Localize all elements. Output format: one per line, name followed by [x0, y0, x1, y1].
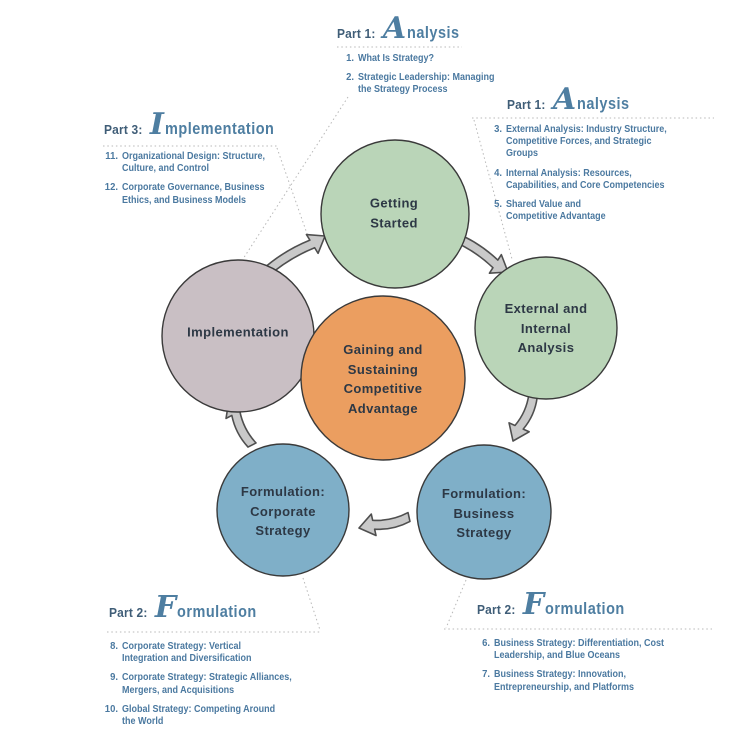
circle-formulation-business	[416, 444, 552, 580]
item-list-part1-right: 3. External Analysis: Industry Structure,…	[484, 124, 684, 230]
chapter-number: 3.	[494, 124, 502, 135]
heading-rest: ormulation	[177, 602, 257, 621]
heading-part2-bottom-left: Part 2: F ormulation	[109, 590, 271, 625]
chapter-number: 1.	[346, 53, 354, 64]
label-formulation-corporate: Formulation: Corporate Strategy	[240, 483, 326, 538]
chapter-item: 5. Shared Value and Competitive Advantage	[484, 199, 684, 223]
heading-big-letter: F	[522, 587, 545, 622]
item-list-part1-top: 1. What Is Strategy? 2. Strategic Leadershi…	[336, 53, 511, 104]
chapter-number: 7.	[482, 669, 490, 681]
chapter-item: 4. Internal Analysis: Resources, Capabili…	[484, 168, 684, 192]
leader-corporate-to-bottom-left-label	[302, 577, 321, 631]
item-list-part3-left: 11. Organizational Design: Structure, Cul…	[100, 151, 300, 214]
chapter-item: 10. Global Strategy: Competing Around the…	[100, 704, 340, 728]
item-list-part2-bottom-left: 8. Corporate Strategy: Vertical Integrati…	[100, 641, 340, 729]
heading-rest: nalysis	[577, 94, 630, 113]
chapter-item: 8. Corporate Strategy: Vertical Integrati…	[100, 641, 340, 665]
heading-part1-right: Part 1: A nalysis	[507, 82, 639, 117]
heading-part3-left: Part 3: I mplementation	[104, 107, 294, 142]
heading-big-letter: A	[552, 82, 577, 117]
chapter-title: Organizational Design: Structure, Cultur…	[122, 151, 266, 175]
chapter-title: Corporate Strategy: Vertical Integration…	[122, 641, 252, 665]
chapter-number: 10.	[104, 703, 118, 715]
heading-big-letter: F	[154, 590, 177, 625]
label-implementation: Implementation	[187, 324, 289, 340]
chapter-number: 6.	[482, 638, 490, 649]
chapter-number: 4.	[494, 167, 502, 179]
chapter-title: What Is Strategy?	[358, 53, 435, 64]
heading-rest: mplementation	[164, 119, 275, 138]
chapter-title: Strategic Leadership: Managing the Strat…	[358, 72, 495, 96]
chapter-title: Internal Analysis: Resources, Capabiliti…	[506, 167, 665, 191]
chapter-title: Business Strategy: Differentiation, Cost…	[494, 638, 665, 662]
chapter-item: 12. Corporate Governance, Business Ethics…	[100, 182, 300, 206]
chapter-item: 2. Strategic Leadership: Managing the Str…	[336, 72, 511, 96]
heading-part1-top: Part 1: A nalysis	[337, 11, 469, 46]
chapter-title: Shared Value and Competitive Advantage	[506, 198, 606, 223]
arrow-business-to-corporate-strategy	[358, 511, 411, 537]
chapter-title: Global Strategy: Competing Around the Wo…	[122, 703, 276, 727]
heading-part2-bottom-right: Part 2: F ormulation	[477, 587, 639, 622]
chapter-item: 3. External Analysis: Industry Structure,…	[484, 124, 684, 161]
chapter-number: 5.	[494, 198, 502, 210]
chapter-number: 9.	[110, 672, 118, 684]
chapter-number: 12.	[104, 182, 118, 194]
circle-center-advantage	[300, 295, 466, 461]
heading-prefix: Part 2:	[109, 605, 148, 620]
chapter-title: Corporate Governance, Business Ethics, a…	[122, 182, 265, 206]
chapter-number: 11.	[105, 151, 118, 162]
label-external-internal: External and Internal Analysis	[504, 300, 588, 355]
heading-prefix: Part 1:	[337, 26, 376, 41]
heading-prefix: Part 1:	[507, 97, 546, 112]
heading-big-letter: A	[382, 11, 407, 46]
heading-rest: ormulation	[545, 599, 625, 618]
chapter-item: 11. Organizational Design: Structure, Cul…	[100, 151, 300, 175]
label-formulation-business: Formulation: Business Strategy	[441, 485, 527, 540]
leader-business-to-bottom-right-label	[445, 579, 467, 629]
circle-external-internal-analysis	[474, 256, 618, 400]
heading-rest: nalysis	[407, 23, 460, 42]
heading-prefix: Part 2:	[477, 602, 516, 617]
arrow-analysis-to-business-strategy	[508, 393, 538, 442]
chapter-item: 1. What Is Strategy?	[336, 53, 511, 65]
chapter-title: Corporate Strategy: Strategic Alliances,…	[122, 672, 292, 696]
label-getting-started: Getting Started	[369, 195, 419, 231]
heading-big-letter: I	[149, 107, 164, 142]
heading-prefix: Part 3:	[104, 122, 143, 137]
circle-formulation-corporate	[216, 443, 350, 577]
chapter-number: 8.	[110, 641, 118, 652]
chapter-title: External Analysis: Industry Structure, C…	[506, 124, 667, 160]
circle-getting-started	[320, 139, 470, 289]
chapter-item: 9. Corporate Strategy: Strategic Alliance…	[100, 672, 340, 696]
chapter-title: Business Strategy: Innovation, Entrepren…	[494, 669, 635, 693]
chapter-item: 6. Business Strategy: Differentiation, Co…	[472, 638, 712, 662]
chapter-number: 2.	[346, 72, 354, 84]
label-center-advantage: Gaining and Sustaining Competitive Advan…	[343, 342, 423, 416]
arrow-implementation-to-getting-started	[260, 233, 326, 279]
chapter-item: 7. Business Strategy: Innovation, Entrepr…	[472, 669, 712, 693]
item-list-part2-bottom-right: 6. Business Strategy: Differentiation, Co…	[472, 638, 712, 701]
